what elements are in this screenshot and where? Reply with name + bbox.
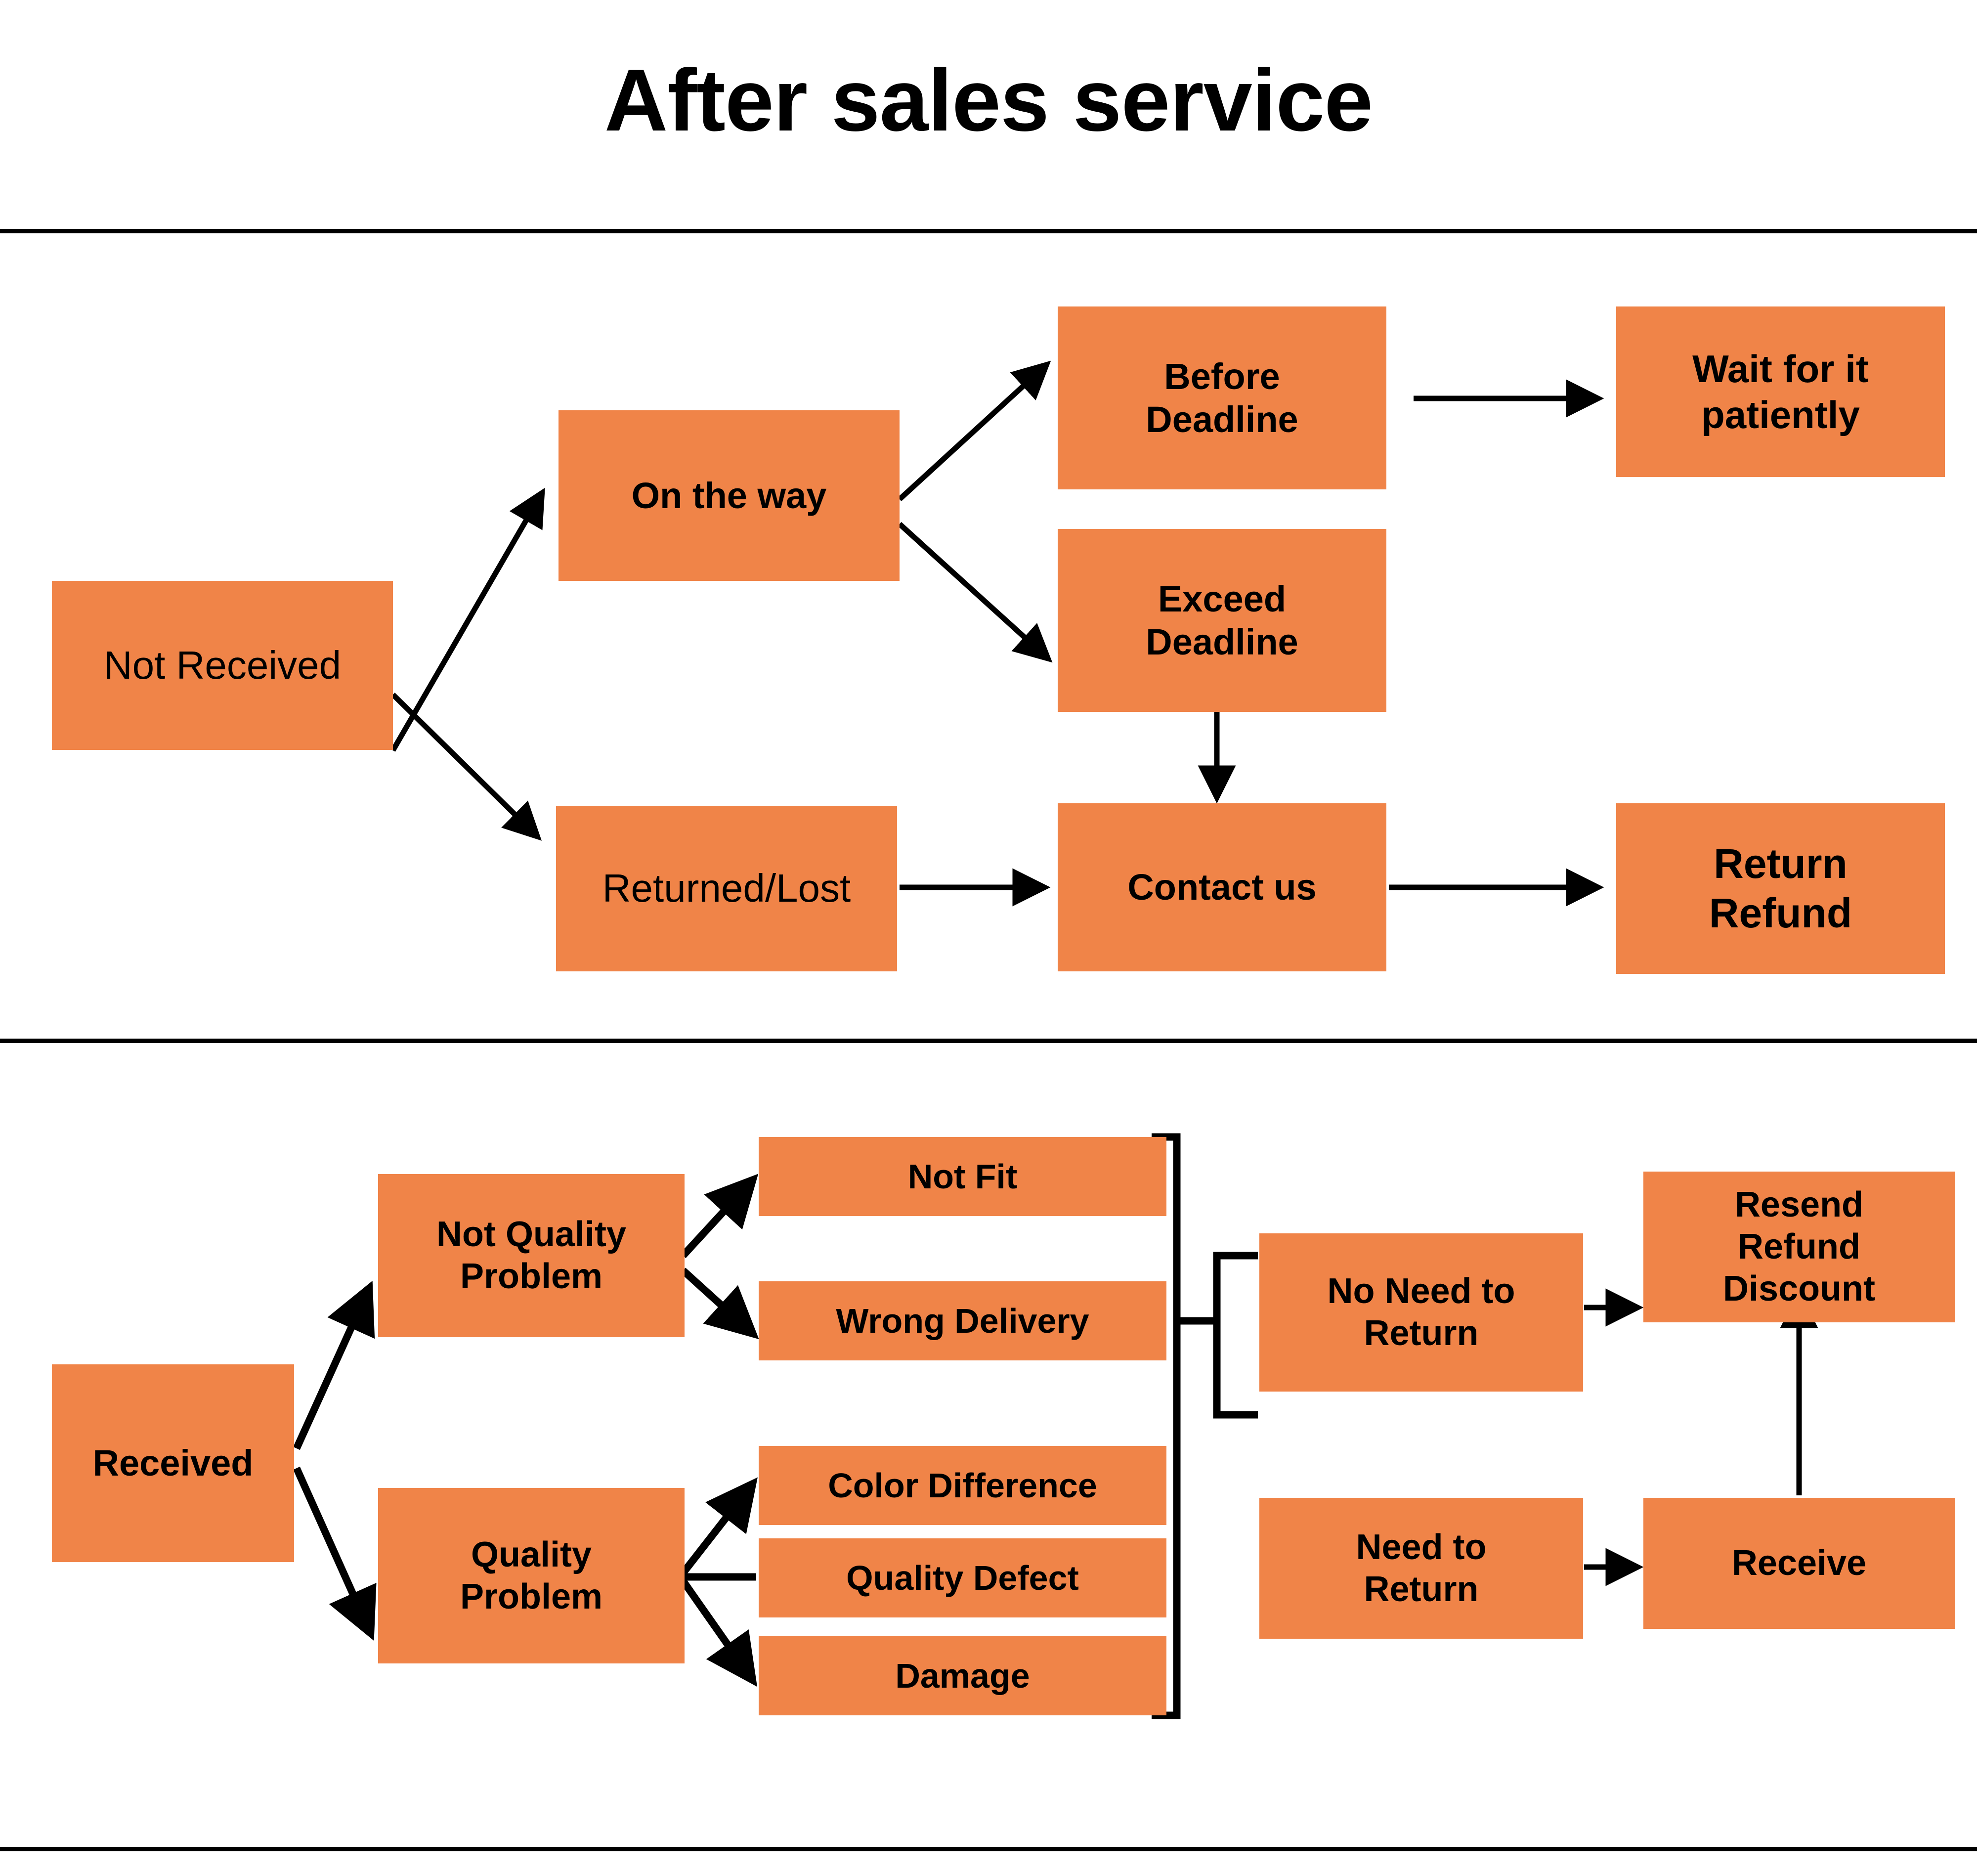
divider-middle xyxy=(0,1039,1977,1043)
node-damage[interactable]: Damage xyxy=(759,1636,1166,1715)
edge-qualityproblem-colordifference xyxy=(680,1477,758,1575)
node-not-received[interactable]: Not Received xyxy=(52,581,393,750)
node-wrong-delivery[interactable]: Wrong Delivery xyxy=(759,1281,1166,1360)
edge-ontheway-beforedeadline xyxy=(898,360,1051,502)
node-not-quality-problem[interactable]: Not Quality Problem xyxy=(378,1174,685,1337)
node-returned-lost[interactable]: Returned/Lost xyxy=(556,806,897,971)
node-quality-defect[interactable]: Quality Defect xyxy=(759,1538,1166,1617)
edge-received-notqualityproblem xyxy=(293,1280,375,1450)
issues-bracket xyxy=(1152,1133,1181,1719)
edge-notqualityproblem-wrongdelivery xyxy=(680,1267,759,1340)
edge-qualityproblem-damage xyxy=(680,1578,758,1687)
divider-bottom xyxy=(0,1847,1977,1851)
node-no-need-to-return[interactable]: No Need to Return xyxy=(1259,1233,1583,1392)
node-before-deadline[interactable]: Before Deadline xyxy=(1058,306,1386,489)
edge-received-qualityproblem xyxy=(293,1466,377,1641)
node-need-to-return[interactable]: Need to Return xyxy=(1259,1498,1583,1639)
node-on-the-way[interactable]: On the way xyxy=(559,410,900,581)
node-color-difference[interactable]: Color Difference xyxy=(759,1446,1166,1525)
node-resend-refund-discount[interactable]: Resend Refund Discount xyxy=(1643,1172,1955,1322)
node-exceed-deadline[interactable]: Exceed Deadline xyxy=(1058,529,1386,712)
edge-notreceived-ontheway xyxy=(390,487,545,752)
node-wait-for-it-patiently[interactable]: Wait for it patiently xyxy=(1616,306,1945,477)
node-not-fit[interactable]: Not Fit xyxy=(759,1137,1166,1216)
node-return-refund[interactable]: Return Refund xyxy=(1616,803,1945,974)
node-receive[interactable]: Receive xyxy=(1643,1498,1955,1629)
node-quality-problem[interactable]: Quality Problem xyxy=(378,1488,685,1663)
edge-notqualityproblem-notfit xyxy=(680,1174,759,1259)
edge-notreceived-returnedlost xyxy=(391,693,542,841)
edge-ontheway-exceeddeadline xyxy=(898,522,1053,663)
node-received[interactable]: Received xyxy=(52,1364,294,1562)
node-contact-us[interactable]: Contact us xyxy=(1058,803,1386,971)
return-decision-bracket xyxy=(1213,1252,1258,1419)
divider-top xyxy=(0,229,1977,233)
page-title: After sales service xyxy=(604,51,1373,149)
